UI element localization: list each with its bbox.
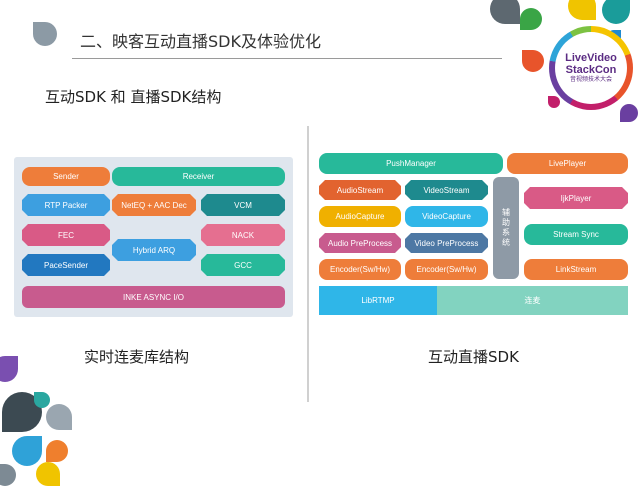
block-rtp-packer: RTP Packer	[22, 194, 110, 216]
block-receiver: Receiver	[112, 167, 285, 186]
block-videocapture: VideoCapture	[405, 206, 488, 227]
block-gcc: GCC	[201, 254, 285, 276]
block-videostream: VideoStream	[405, 180, 488, 200]
logo-line-2: StackCon	[565, 64, 617, 76]
decor-bubble-purple	[620, 104, 638, 122]
left-diagram-caption: 实时连麦库结构	[84, 348, 190, 366]
block-audio-preprocess: Audio PreProcess	[319, 233, 401, 253]
block-inke-async-io: INKE ASYNC I/O	[22, 286, 285, 308]
vertical-divider	[307, 126, 309, 402]
block-pushmanager: PushManager	[319, 153, 503, 174]
block-stream-sync: Stream Sync	[524, 224, 628, 245]
logo-line-1: LiveVideo	[565, 52, 617, 64]
conference-logo: LiveVideo StackCon 音视频技术大会	[549, 26, 633, 110]
decor-bubble-green	[520, 8, 542, 30]
decor-bubble-gray2-bl	[0, 464, 16, 486]
block-fec: FEC	[22, 224, 110, 246]
right-diagram-caption: 互动直播SDK	[428, 348, 519, 366]
aux-system-label: 辅助系统	[501, 208, 511, 248]
block-audiostream: AudioStream	[319, 180, 401, 200]
block-neteq-aac-dec: NetEQ + AAC Dec	[112, 194, 196, 216]
decor-bubble-yellow-bl	[36, 462, 60, 486]
decor-bubble-teal	[602, 0, 630, 24]
decor-bubble-gray-bl	[46, 404, 72, 430]
block-liveplayer: LivePlayer	[507, 153, 628, 174]
slide-subtitle: 互动SDK 和 直播SDK结构	[45, 88, 222, 106]
decor-bubble-lightblue-bl	[12, 436, 42, 466]
block-linkstream: LinkStream	[524, 259, 628, 280]
slide-title: 二、映客互动直播SDK及体验优化	[80, 32, 321, 51]
decor-bubble-magenta	[548, 96, 560, 108]
decor-bubble-teal-bl	[34, 392, 50, 408]
block-nack: NACK	[201, 224, 285, 246]
decor-bubble-orange-bl	[46, 440, 68, 462]
block-audiocapture: AudioCapture	[319, 206, 401, 227]
block-ijkplayer: IjkPlayer	[524, 187, 628, 209]
block-video-preprocess: Video PreProcess	[405, 233, 488, 253]
logo-line-3: 音视频技术大会	[569, 76, 612, 83]
block-sender: Sender	[22, 167, 110, 186]
decor-bubble-gray	[33, 22, 57, 46]
block-encoder-video: Encoder(Sw/Hw)	[405, 259, 488, 280]
left-diagram-panel: Sender Receiver RTP Packer NetEQ + AAC D…	[14, 157, 293, 317]
decor-bubble-dark-gray	[490, 0, 520, 24]
block-lianmai: 连麦	[437, 286, 628, 315]
block-librtmp: LibRTMP	[319, 286, 437, 315]
decor-bubble-purple-bl	[0, 356, 18, 382]
decor-bubble-yellow	[568, 0, 596, 20]
block-aux-system: 辅助系统	[493, 177, 519, 279]
title-underline	[72, 58, 502, 59]
block-hybrid-arq: Hybrid ARQ	[112, 239, 196, 261]
block-vcm: VCM	[201, 194, 285, 216]
decor-bubble-orange	[522, 50, 544, 72]
block-pacesender: PaceSender	[22, 254, 110, 276]
block-encoder-audio: Encoder(Sw/Hw)	[319, 259, 401, 280]
